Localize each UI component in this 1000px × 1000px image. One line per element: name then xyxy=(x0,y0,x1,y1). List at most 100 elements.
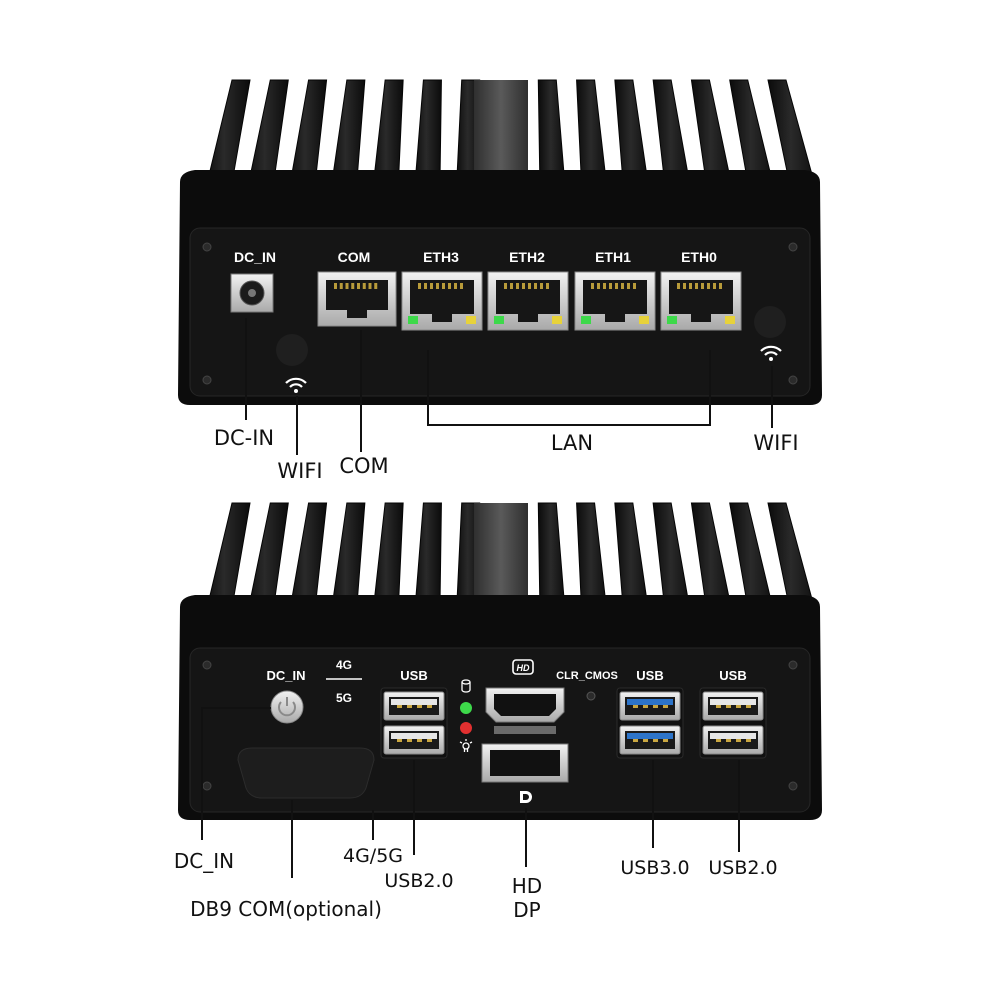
link-led-green xyxy=(581,316,591,324)
screw-icon xyxy=(788,660,798,670)
rj45-contact xyxy=(677,283,680,289)
rj45-contact xyxy=(528,283,531,289)
displayport-port xyxy=(481,743,569,783)
port-divider-bar xyxy=(494,726,556,734)
usb-contact xyxy=(663,739,668,742)
usb-contact xyxy=(633,739,638,742)
rj45-contact xyxy=(683,283,686,289)
rj45-contact xyxy=(621,283,624,289)
rj45-contact xyxy=(701,283,704,289)
eth3-port-label: ETH3 xyxy=(423,249,459,265)
activity-led-amber xyxy=(639,316,649,324)
usb3-stack xyxy=(616,687,684,759)
link-led-green xyxy=(494,316,504,324)
activity-led-amber xyxy=(725,316,735,324)
callout-4g-5g: 4G/5G xyxy=(343,845,403,867)
rj45-contact xyxy=(522,283,525,289)
db9-com-cover xyxy=(237,747,375,799)
callout-wifi-left: WIFI xyxy=(277,459,322,483)
usb-contact xyxy=(407,739,412,742)
bottom-unit: DC_IN 4G 5G USB HD xyxy=(178,502,822,820)
bottom-dc-in-port-label: DC_IN xyxy=(266,668,305,683)
rj45-contact xyxy=(460,283,463,289)
rj45-opening xyxy=(496,280,560,322)
rj45-contact xyxy=(689,283,692,289)
usb-contact xyxy=(427,739,432,742)
usb-contact xyxy=(633,705,638,708)
callout-dc-in: DC-IN xyxy=(214,426,274,450)
usb-contact xyxy=(746,739,751,742)
clr-cmos-button[interactable] xyxy=(586,691,596,701)
rj45-contact xyxy=(351,283,355,289)
usb-contact xyxy=(746,705,751,708)
screw-icon xyxy=(202,375,212,385)
wifi-icon xyxy=(285,377,307,393)
screw-icon xyxy=(788,781,798,791)
usb-contact xyxy=(407,705,412,708)
usb-tongue xyxy=(391,733,437,739)
rj45-contact xyxy=(627,283,630,289)
rj45-contact xyxy=(695,283,698,289)
rj45-contact xyxy=(540,283,543,289)
callout-com: COM xyxy=(339,454,388,478)
top-dc-in-port-label: DC_IN xyxy=(234,249,276,265)
top-unit: DC_IN COM ETH3 ETH2 ETH1 ETH0 xyxy=(178,79,822,405)
usb-mid-port-label: USB xyxy=(636,668,663,683)
activity-led-amber xyxy=(466,316,476,324)
screw-icon xyxy=(202,242,212,252)
usb-contact xyxy=(643,705,648,708)
top-com-port-label: COM xyxy=(338,249,371,265)
usb-contact xyxy=(716,705,721,708)
displayport-logo-icon xyxy=(520,791,532,803)
callout-usb20-right: USB2.0 xyxy=(708,857,777,879)
rj45-contact xyxy=(713,283,716,289)
callout-usb20-left: USB2.0 xyxy=(384,870,453,892)
callout-wifi-right: WIFI xyxy=(753,431,798,455)
rj45-contact xyxy=(368,283,372,289)
rj45-contact xyxy=(609,283,612,289)
rj45-contact xyxy=(357,283,360,289)
usb-contact xyxy=(736,705,741,708)
link-led-green xyxy=(667,316,677,324)
rj45-contact xyxy=(374,283,378,289)
ethernet-ports xyxy=(401,271,742,331)
usb-right-port-label: USB xyxy=(719,668,746,683)
rj45-contact xyxy=(418,283,421,289)
rj45-opening xyxy=(410,280,474,322)
usb-contact xyxy=(716,739,721,742)
rj45-contact xyxy=(707,283,710,289)
rj45-contact xyxy=(516,283,519,289)
rj45-contact xyxy=(510,283,513,289)
usb-contact xyxy=(653,739,658,742)
callout-usb30: USB3.0 xyxy=(620,857,689,879)
usb-contact xyxy=(653,705,658,708)
rj45-contact xyxy=(430,283,433,289)
usb-left-port-label: USB xyxy=(400,668,427,683)
storage-icon xyxy=(461,679,471,693)
rj45-opening xyxy=(326,280,388,318)
modem-5g-label: 5G xyxy=(336,691,352,705)
usb2-left-stack xyxy=(380,687,448,759)
rj45-contact xyxy=(454,283,457,289)
rj45-contact xyxy=(442,283,445,289)
usb-contact xyxy=(726,705,731,708)
screw-icon xyxy=(202,660,212,670)
hd-logo-icon: HD xyxy=(512,659,534,675)
usb-tongue xyxy=(627,733,673,739)
rj45-contact xyxy=(334,283,337,289)
power-button[interactable] xyxy=(270,690,304,724)
rj45-contact xyxy=(633,283,636,289)
rj45-contact xyxy=(436,283,439,289)
usb2-right-stack xyxy=(699,687,767,759)
status-led-green xyxy=(460,702,472,714)
rj45-contact xyxy=(424,283,427,289)
rj45-contact xyxy=(448,283,451,289)
rj45-opening xyxy=(583,280,647,322)
callout-lan: LAN xyxy=(551,431,593,455)
usb-contact xyxy=(417,739,422,742)
usb-tongue xyxy=(710,699,756,705)
svg-text:HD: HD xyxy=(517,663,530,673)
usb-tongue xyxy=(710,733,756,739)
